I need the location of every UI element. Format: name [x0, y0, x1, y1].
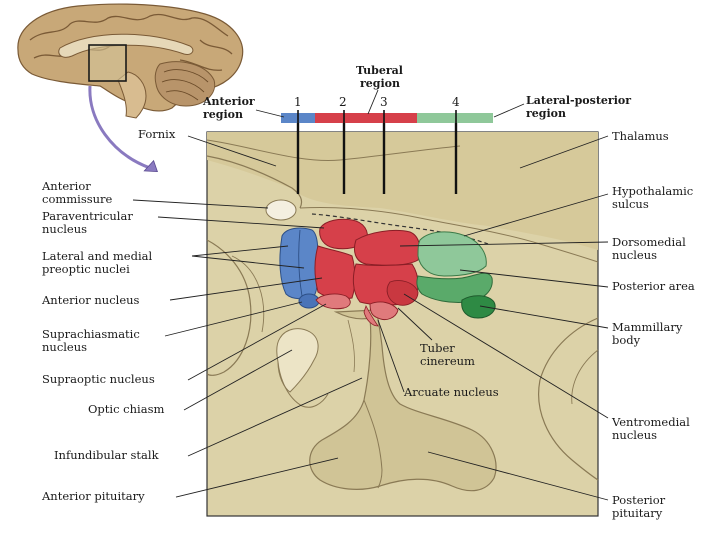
- fornix-arc: [206, 155, 303, 209]
- section-number-1: 1: [294, 95, 302, 109]
- leader-dorsomedial-nucleus: [399, 241, 609, 247]
- leader-hypothalamic-sulcus: [463, 193, 609, 237]
- posterior-area-shape: [416, 272, 493, 303]
- fornix-upper-edge: [206, 139, 461, 162]
- leader-preoptic-lateral: [191, 245, 289, 257]
- tuber-cinereum-shape: [363, 304, 379, 327]
- preoptic-divider: [298, 229, 303, 297]
- section-number-3: 3: [380, 95, 388, 109]
- dorsomedial-green-shape: [417, 231, 487, 277]
- pituitary-divider: [363, 399, 383, 489]
- zoom-arrow: [88, 85, 158, 173]
- leader-infundibular-stalk: [187, 377, 363, 457]
- section-number-2: 2: [339, 95, 347, 109]
- optic-chiasm-lower: [277, 361, 329, 408]
- dorsomedial-red-shape: [353, 229, 421, 266]
- suprachiasmatic-shape: [298, 293, 320, 309]
- corpus-callosum: [58, 33, 194, 58]
- right-lower-fold: [538, 317, 599, 481]
- label-posterior-area: Posterior area: [612, 279, 695, 293]
- leader-ventromedial-nucleus: [403, 293, 609, 419]
- anterior-nucleus-shape: [314, 245, 356, 300]
- label-thalamus: Thalamus: [612, 129, 669, 143]
- label-posterior-pituitary: Posterior pituitary: [612, 493, 669, 520]
- leader-optic-chiasm: [183, 349, 293, 411]
- leader-mammillary-body: [479, 305, 609, 329]
- brainstem: [117, 71, 147, 119]
- label-paraventricular-nucleus: Paraventricular nucleus: [42, 209, 136, 236]
- label-ventromedial-nucleus: Ventromedial nucleus: [611, 415, 693, 442]
- label-anterior-commissure: Anterior commissure: [41, 179, 113, 206]
- leader-suprachiasmatic-nucleus: [164, 301, 303, 337]
- region-label-lateral-posterior: Lateral-posterior region: [526, 94, 635, 120]
- cerebellum: [154, 61, 216, 107]
- label-dorsomedial-nucleus: Dorsomedial nucleus: [612, 235, 689, 262]
- leader-tuberal-region: [367, 89, 379, 115]
- label-arcuate-nucleus: Arcuate nucleus: [403, 385, 499, 399]
- label-infundibular-stalk: Infundibular stalk: [54, 448, 160, 462]
- leader-thalamus: [519, 135, 609, 169]
- label-tuber-cinereum: Tuber cinereum: [420, 341, 475, 368]
- cerebellum-folia: [161, 69, 209, 101]
- ventromedial-lobe: [386, 280, 419, 306]
- mammillary-body-shape: [461, 295, 496, 319]
- brain-inset: [17, 3, 244, 119]
- leader-tuber-cinereum: [397, 307, 433, 341]
- region-bar-tuberal: [315, 113, 417, 123]
- anterior-commissure-shape: [265, 199, 297, 221]
- label-fornix: Fornix: [138, 127, 176, 141]
- label-anterior-pituitary: Anterior pituitary: [41, 489, 145, 503]
- upper-tissue: [207, 132, 598, 250]
- leader-lateral-posterior-region: [493, 103, 525, 118]
- leader-supraoptic-nucleus: [187, 303, 327, 381]
- arcuate-shape: [369, 301, 399, 321]
- leader-anterior-region: [255, 109, 285, 118]
- label-anterior-nucleus: Anterior nucleus: [41, 293, 140, 307]
- leader-preoptic-medial: [191, 255, 305, 269]
- leader-posterior-area: [459, 269, 609, 288]
- leader-paraventricular-nucleus: [157, 216, 325, 229]
- leader-anterior-nucleus: [169, 277, 323, 301]
- label-supraoptic-nucleus: Supraoptic nucleus: [42, 372, 155, 386]
- left-fold-inner: [231, 255, 265, 333]
- region-label-tuberal: Tuberal region: [356, 64, 407, 90]
- region-label-anterior: Anterior region: [202, 95, 259, 121]
- label-suprachiasmatic-nucleus: Suprachiasmatic nucleus: [42, 327, 143, 354]
- thalamus-sulcus-line: [299, 206, 599, 263]
- section-number-4: 4: [452, 95, 460, 109]
- main-panel: [206, 122, 599, 517]
- label-hypothalamic-sulcus: Hypothalamic sulcus: [612, 184, 697, 211]
- region-bar: [281, 110, 493, 126]
- section-lines: [296, 122, 458, 194]
- label-lateral-medial-preoptic: Lateral and medial preoptic nuclei: [42, 249, 156, 276]
- right-lower-fold-inner: [571, 349, 599, 405]
- stalk-inner-line: [347, 319, 355, 373]
- infundibular-stalk-shape: [309, 309, 497, 492]
- leader-posterior-pituitary: [427, 451, 609, 501]
- region-bar-lateral-posterior: [417, 113, 493, 123]
- inset-highlight-box: [88, 44, 127, 82]
- label-optic-chiasm: Optic chiasm: [88, 402, 164, 416]
- leader-anterior-commissure: [132, 199, 269, 209]
- leader-arcuate-nucleus: [377, 319, 405, 393]
- leader-fornix: [187, 135, 277, 167]
- optic-chiasm-shape: [276, 328, 319, 393]
- left-fold: [206, 239, 252, 376]
- leader-anterior-pituitary: [175, 457, 339, 498]
- label-mammillary-body: Mammillary body: [612, 320, 686, 347]
